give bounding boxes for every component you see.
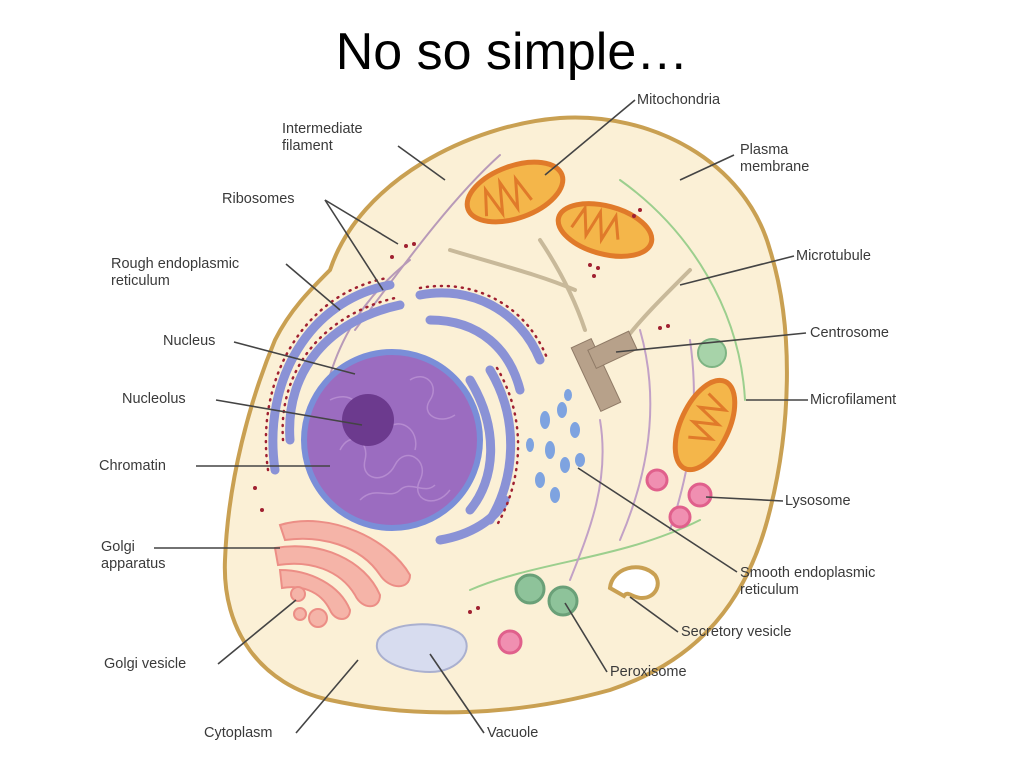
mitochondrion-1 (464, 159, 566, 225)
label-golgi-apparatus: Golgi apparatus (101, 539, 166, 573)
label-lysosome: Lysosome (785, 493, 851, 509)
label-smooth-er: Smooth endoplasmic reticulum (740, 565, 875, 599)
label-microtubule: Microtubule (796, 248, 871, 264)
label-rough-er: Rough endoplasmic reticulum (111, 256, 239, 290)
cytoplasm-strand (448, 248, 577, 292)
vacuole (375, 623, 468, 674)
label-peroxisome: Peroxisome (610, 664, 687, 680)
label-plasma-membrane-line1: Plasma (740, 142, 789, 158)
centrosome-vesicle (697, 338, 727, 368)
label-mitochondria: Mitochondria (637, 92, 721, 108)
lysosomes (645, 468, 713, 529)
smooth-er (526, 389, 585, 503)
label-centrosome: Centrosome (810, 325, 889, 341)
label-golgi-apparatus-line2: apparatus (101, 556, 166, 572)
rough-er (268, 280, 545, 545)
golgi-apparatus (273, 520, 412, 620)
slide-title: No so simple… (335, 23, 689, 81)
label-chromatin: Chromatin (99, 458, 166, 474)
label-golgi-apparatus-line1: Golgi (101, 539, 135, 555)
nucleus (301, 349, 483, 531)
label-cytoplasm: Cytoplasm (204, 725, 273, 741)
label-rough-er-line1: Rough endoplasmic (111, 256, 240, 272)
mitochondrion-3 (672, 377, 738, 473)
golgi-vesicles (290, 586, 328, 628)
free-ribosomes (253, 208, 670, 614)
label-smooth-er-line2: reticulum (740, 582, 799, 598)
label-smooth-er-line1: Smooth endoplasmic (740, 565, 876, 581)
label-intermediate-filament-line1: Intermediate (282, 121, 363, 137)
label-intermediate-filament: Intermediate filament (282, 121, 363, 155)
intermediate-filament (354, 154, 501, 331)
label-ribosomes: Ribosomes (222, 191, 295, 207)
label-microfilament: Microfilament (810, 392, 897, 408)
centrosome (570, 330, 638, 413)
label-plasma-membrane: Plasma membrane (740, 142, 809, 176)
label-vacuole: Vacuole (487, 725, 539, 741)
leader-lines (154, 99, 808, 734)
rough-er-ribosome-dots (264, 276, 549, 527)
label-nucleolus: Nucleolus (122, 391, 186, 407)
label-intermediate-filament-line2: filament (282, 138, 333, 154)
microtubule (619, 179, 746, 401)
microtubule (469, 519, 701, 591)
label-nucleus: Nucleus (163, 333, 216, 349)
label-secretory-vesicle: Secretory vesicle (681, 624, 792, 640)
small-lysosome (497, 629, 523, 655)
nucleolus (342, 394, 394, 446)
peroxisomes (514, 573, 579, 617)
secretory-vesicle (607, 565, 660, 601)
cytoplasm-strand (538, 238, 587, 332)
microfilament (619, 329, 652, 541)
label-golgi-vesicle: Golgi vesicle (104, 656, 187, 672)
mitochondrion-2 (555, 201, 655, 259)
label-plasma-membrane-line2: membrane (740, 159, 810, 175)
label-rough-er-line2: reticulum (111, 273, 170, 289)
microfilament (569, 419, 604, 581)
